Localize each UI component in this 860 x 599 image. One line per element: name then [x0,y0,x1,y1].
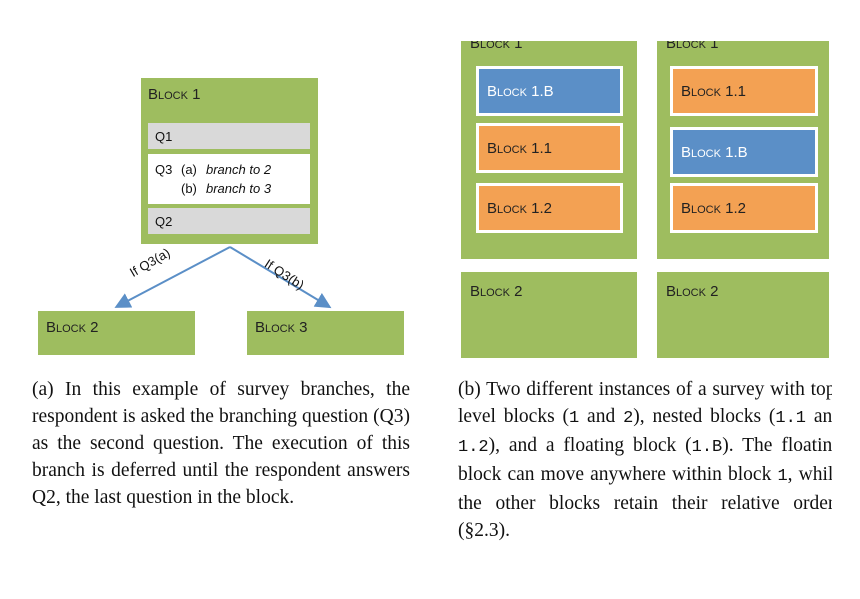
caption-b-c1: 1 [569,409,580,428]
instance-right-item-3-label: Block 1.2 [681,199,746,217]
instance-right-item-2: Block 1.B [670,127,818,177]
q3-option-b-prefix: (b) [181,181,197,196]
caption-a: (a) In this example of survey branches, … [32,379,410,508]
edge-right-arrow [229,246,332,309]
instance-left-item-3-label: Block 1.2 [487,199,552,217]
instance-left-block2-title: Block 2 [470,283,523,300]
caption-b-c2: 2 [623,409,634,428]
caption-b-c6: 1 [777,467,788,486]
instance-right-block2-title: Block 2 [666,283,719,300]
q3-label: Q3 [155,162,173,177]
instance-right-item-2-label: Block 1.B [681,143,748,161]
instance-left-item-3: Block 1.2 [476,183,623,233]
caption-b-t1: (b) Two different instances of a survey … [458,379,832,427]
block1-container: Block 1 Q1 Q3 (a) branch to 2 (b) branch… [141,78,318,244]
instance-left-item-1-label: Block 1.B [487,82,554,100]
block3-a-title: Block 3 [255,319,308,336]
instance-right-item-1-label: Block 1.1 [681,82,746,100]
caption-b-c5: 1.B [691,438,723,457]
block2-a-title: Block 2 [46,319,99,336]
instance-right-block2: Block 2 [657,272,829,358]
caption-b-c4: 1.2 [458,438,489,457]
instance-right-block1: Block 1 Block 1.1 Block 1.B Block 1.2 [657,41,829,259]
block1-title: Block 1 [148,86,201,103]
q3-option-a-prefix: (a) [181,162,197,177]
caption-b-t3: ), nested blocks ( [633,406,776,427]
instance-right-item-3: Block 1.2 [670,183,818,233]
caption-b: (b) Two different instances of a survey … [458,376,832,544]
instance-right-block1-title: Block 1 [666,41,719,52]
instance-left-item-2-label: Block 1.1 [487,139,552,157]
caption-b-t2: and [579,406,624,427]
question-q1: Q1 [148,123,310,149]
instance-left-item-2: Block 1.1 [476,123,623,173]
block2-a: Block 2 [38,311,195,355]
block3-a: Block 3 [247,311,404,355]
instance-left-block2: Block 2 [461,272,637,358]
q3-option-a: branch to 2 [206,162,272,177]
q3-option-b: branch to 3 [206,181,272,196]
caption-b-t7: , while the other blocks retain their re… [458,464,832,541]
caption-b-t4: and [813,406,832,427]
edge-left-arrow [114,246,231,308]
question-q3: Q3 (a) branch to 2 (b) branch to 3 [148,154,310,204]
q2-label: Q2 [155,213,173,229]
caption-b-c3: 1.1 [775,409,807,428]
caption-b-t6: ). The floating block can move anywhere … [458,435,832,485]
question-q2: Q2 [148,208,310,234]
instance-right-item-1: Block 1.1 [670,66,818,116]
caption-b-t5: ), and a floating block ( [488,435,692,456]
q1-label: Q1 [155,128,173,144]
caption-b-clip: (b) Two different instances of a survey … [458,376,832,546]
instance-left-block1: Block 1 Block 1.B Block 1.1 Block 1.2 [461,41,637,259]
instance-left-item-1: Block 1.B [476,66,623,116]
instance-left-block1-title: Block 1 [470,41,523,52]
